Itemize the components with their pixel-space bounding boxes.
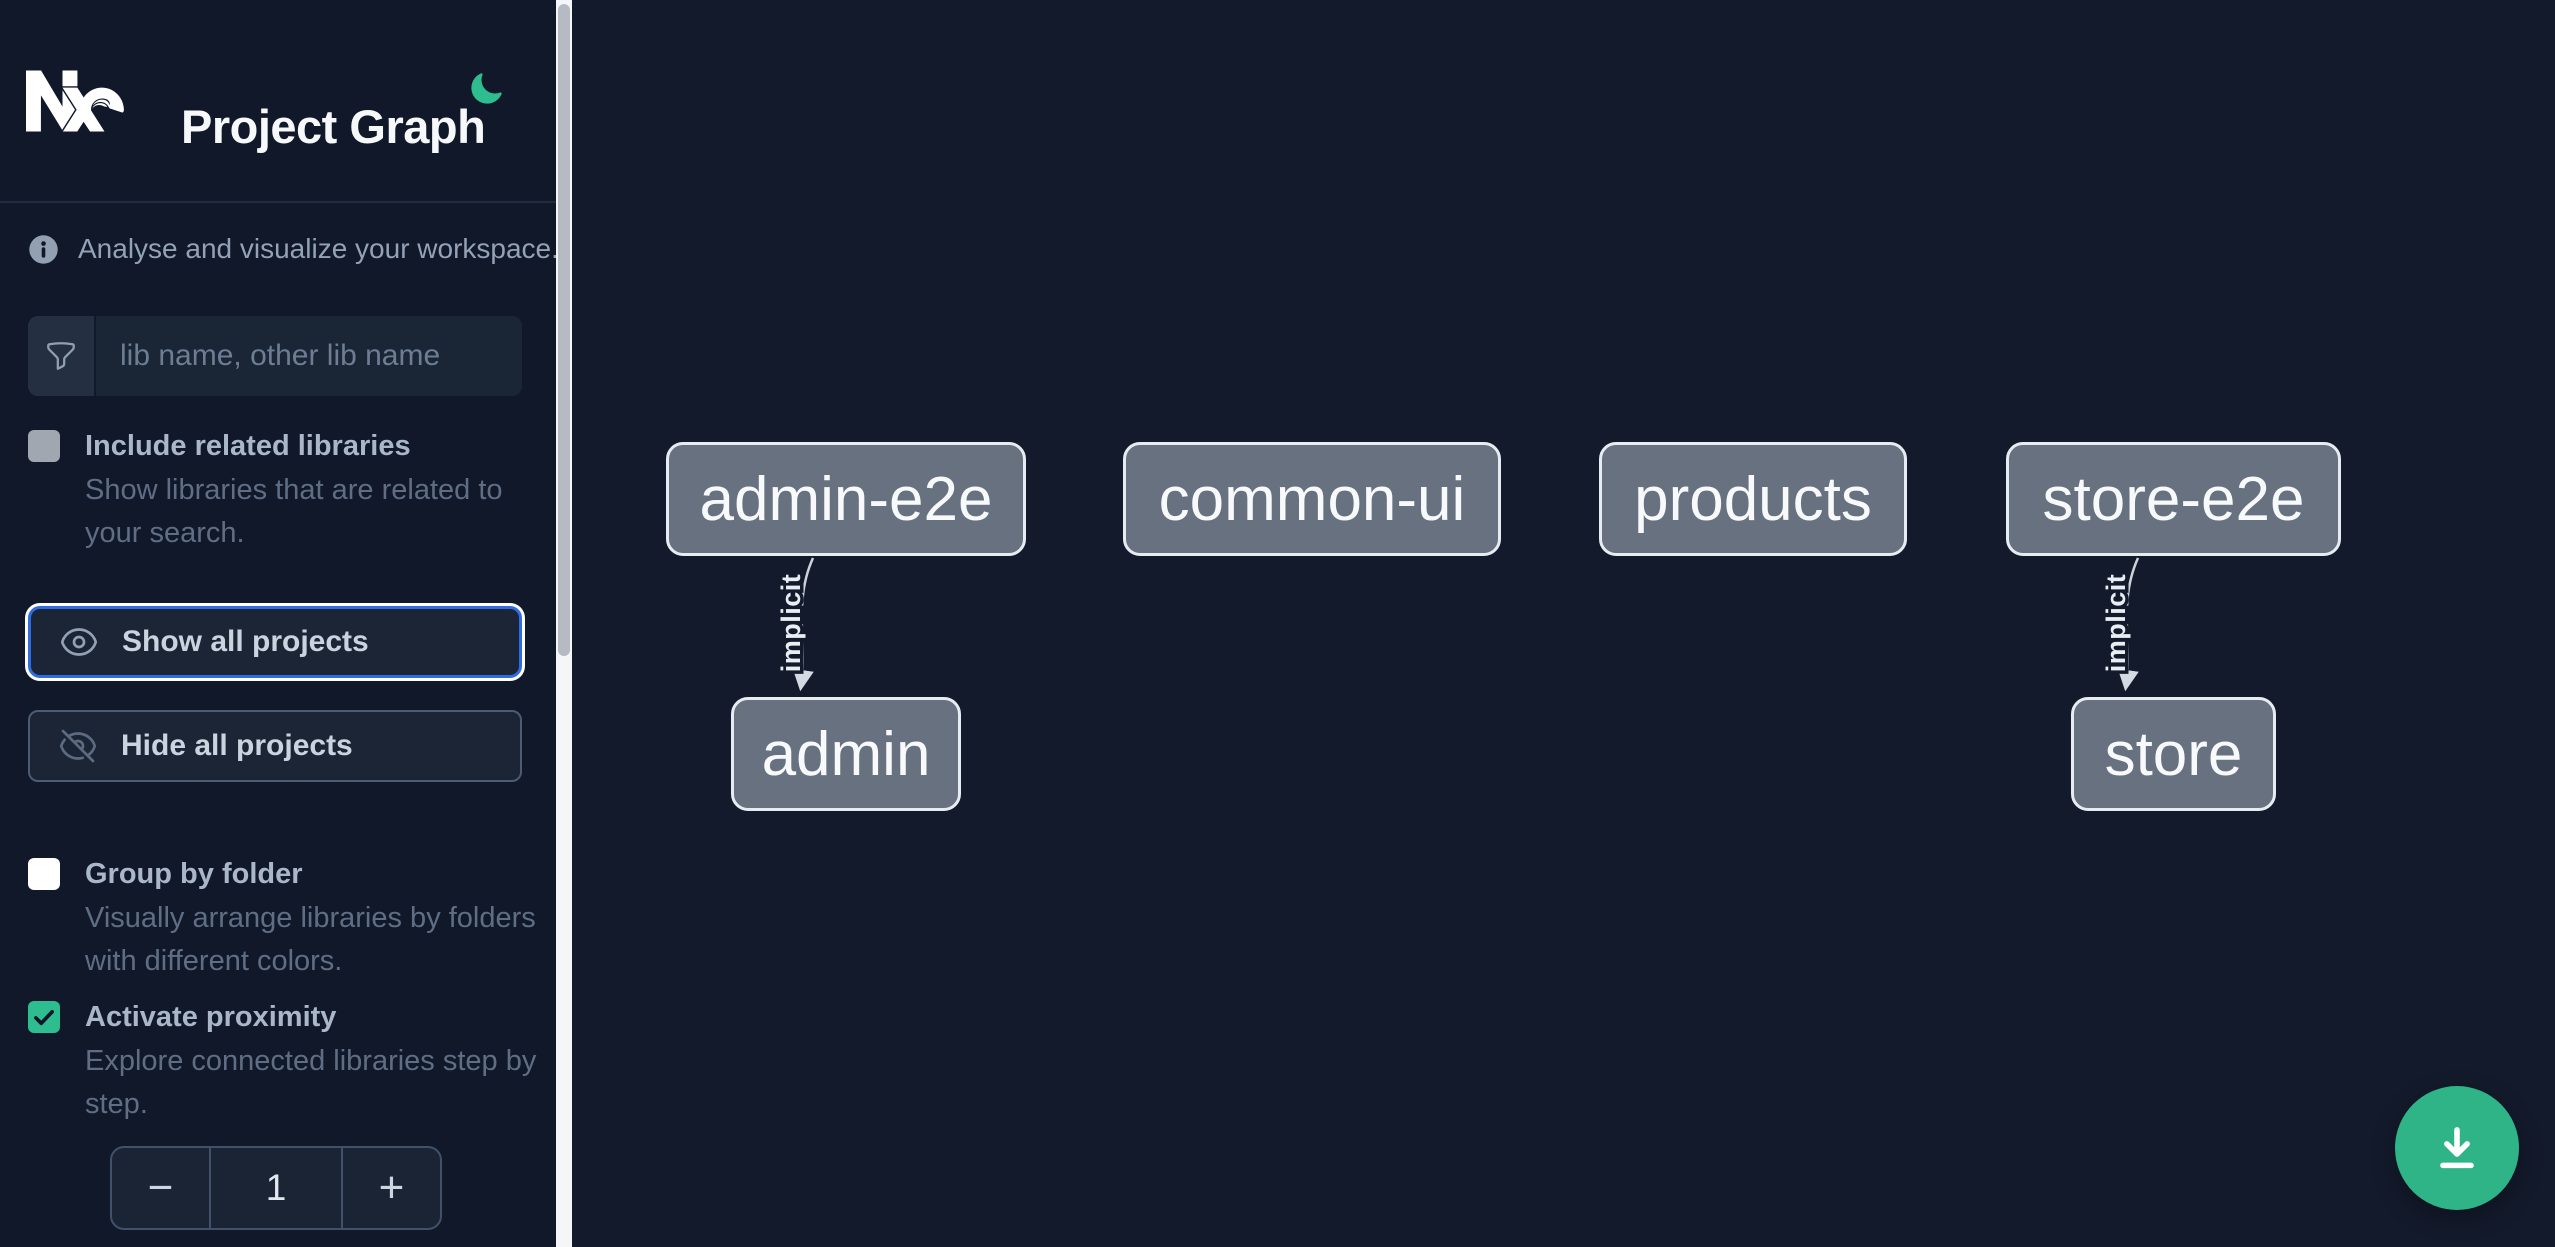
include-related-description: Show libraries that are related to your … [85, 474, 503, 549]
group-by-folder-checkbox[interactable] [28, 858, 60, 890]
activate-proximity-description: Explore connected libraries step by step… [85, 1045, 537, 1120]
tagline-row: Analyse and visualize your workspace. [28, 233, 559, 265]
filter-icon-cell [28, 316, 96, 396]
search-box [28, 316, 522, 396]
edge-store-e2e-to-store [2117, 557, 2140, 692]
graph-canvas[interactable]: implicit implicit admin-e2e common-ui pr… [572, 0, 2555, 1247]
activate-proximity-text: Activate proximity Explore connected lib… [85, 999, 540, 1126]
moon-icon [471, 73, 502, 104]
node-label: store [2104, 719, 2243, 789]
theme-toggle-button[interactable] [468, 71, 504, 107]
activate-proximity-label: Activate proximity [85, 1001, 337, 1033]
header-divider [0, 201, 556, 203]
graph-node-common-ui[interactable]: common-ui [1123, 442, 1501, 556]
group-by-folder-option: Group by folder Visually arrange librari… [28, 856, 536, 983]
nx-logo-icon [26, 70, 124, 132]
info-icon [29, 234, 58, 264]
eye-slash-icon [59, 729, 97, 763]
edge-label-implicit: implicit [2101, 574, 2131, 673]
group-by-folder-text: Group by folder Visually arrange librari… [85, 856, 540, 983]
download-icon [2440, 1127, 2474, 1169]
edge-label-implicit: implicit [776, 574, 806, 673]
filter-funnel-icon [47, 342, 75, 370]
node-label: common-ui [1158, 464, 1466, 534]
include-related-option: Include related libraries Show libraries… [28, 428, 508, 555]
include-related-checkbox[interactable] [28, 430, 60, 462]
node-label: admin [761, 719, 931, 789]
graph-node-products[interactable]: products [1599, 442, 1907, 556]
node-label: admin-e2e [699, 464, 993, 534]
search-input[interactable] [96, 316, 522, 396]
group-by-folder-label: Group by folder [85, 858, 303, 890]
graph-node-admin-e2e[interactable]: admin-e2e [666, 442, 1026, 556]
download-graph-button[interactable] [2395, 1086, 2519, 1210]
group-by-folder-description: Visually arrange libraries by folders wi… [85, 902, 536, 977]
graph-node-store-e2e[interactable]: store-e2e [2006, 442, 2341, 556]
include-related-text: Include related libraries Show libraries… [85, 428, 540, 555]
eye-icon [60, 628, 98, 656]
proximity-decrement-button[interactable]: − [112, 1148, 209, 1228]
sidebar-scrollbar-thumb[interactable] [558, 4, 570, 656]
show-all-projects-label: Show all projects [122, 625, 369, 658]
proximity-stepper: − 1 + [110, 1146, 442, 1230]
hide-all-projects-button[interactable]: Hide all projects [28, 710, 522, 782]
activate-proximity-checkbox[interactable] [28, 1001, 60, 1033]
graph-node-admin[interactable]: admin [731, 697, 961, 811]
checkmark-icon [34, 1009, 54, 1026]
graph-node-store[interactable]: store [2071, 697, 2276, 811]
edge-admin-e2e-to-admin [792, 557, 815, 692]
node-label: store-e2e [2042, 464, 2305, 534]
hide-all-projects-label: Hide all projects [121, 729, 353, 762]
page-title: Project Graph [181, 100, 486, 154]
node-label: products [1634, 464, 1872, 534]
proximity-increment-button[interactable]: + [343, 1148, 440, 1228]
show-all-projects-button[interactable]: Show all projects [28, 606, 522, 678]
include-related-label: Include related libraries [85, 430, 411, 462]
tagline-text: Analyse and visualize your workspace. [78, 233, 559, 264]
sidebar: Project Graph Analyse and visualize your… [0, 0, 572, 1247]
proximity-value: 1 [209, 1148, 343, 1228]
activate-proximity-option: Activate proximity Explore connected lib… [28, 999, 536, 1126]
